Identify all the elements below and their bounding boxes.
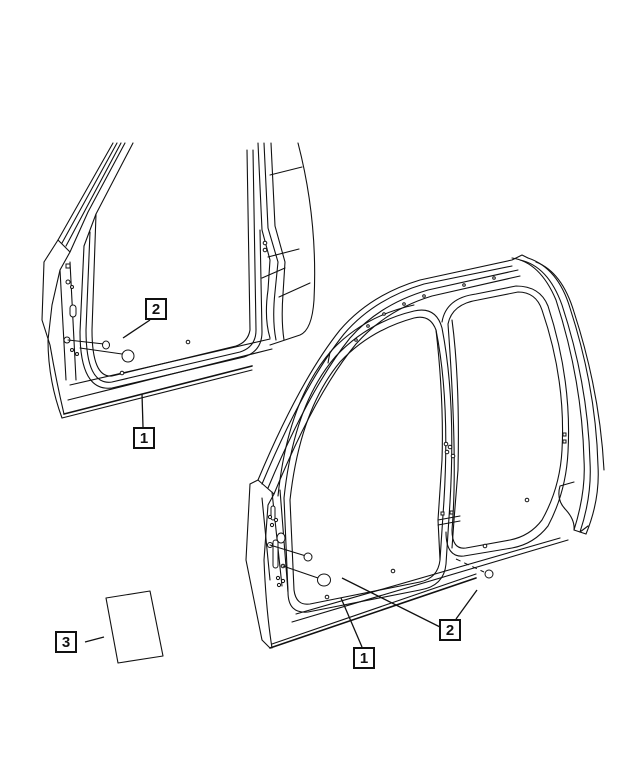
card-label-part bbox=[105, 590, 164, 664]
callout-label: 1 bbox=[359, 649, 369, 667]
plug-set-lower bbox=[269, 544, 494, 587]
body-side-panel-lower bbox=[245, 254, 605, 649]
callout-1-lower: 1 bbox=[353, 647, 375, 669]
callout-label: 1 bbox=[139, 429, 149, 447]
callout-1-upper: 1 bbox=[133, 427, 155, 449]
callout-label: 2 bbox=[445, 621, 455, 639]
callout-2-lower: 2 bbox=[439, 619, 461, 641]
callout-2-upper: 2 bbox=[145, 298, 167, 320]
callout-3: 3 bbox=[55, 631, 77, 653]
leader-lines bbox=[84, 319, 478, 648]
callout-label: 2 bbox=[151, 300, 161, 318]
callout-label: 3 bbox=[61, 633, 71, 651]
plug-set-upper bbox=[67, 339, 135, 363]
body-side-panel-upper bbox=[41, 142, 316, 419]
